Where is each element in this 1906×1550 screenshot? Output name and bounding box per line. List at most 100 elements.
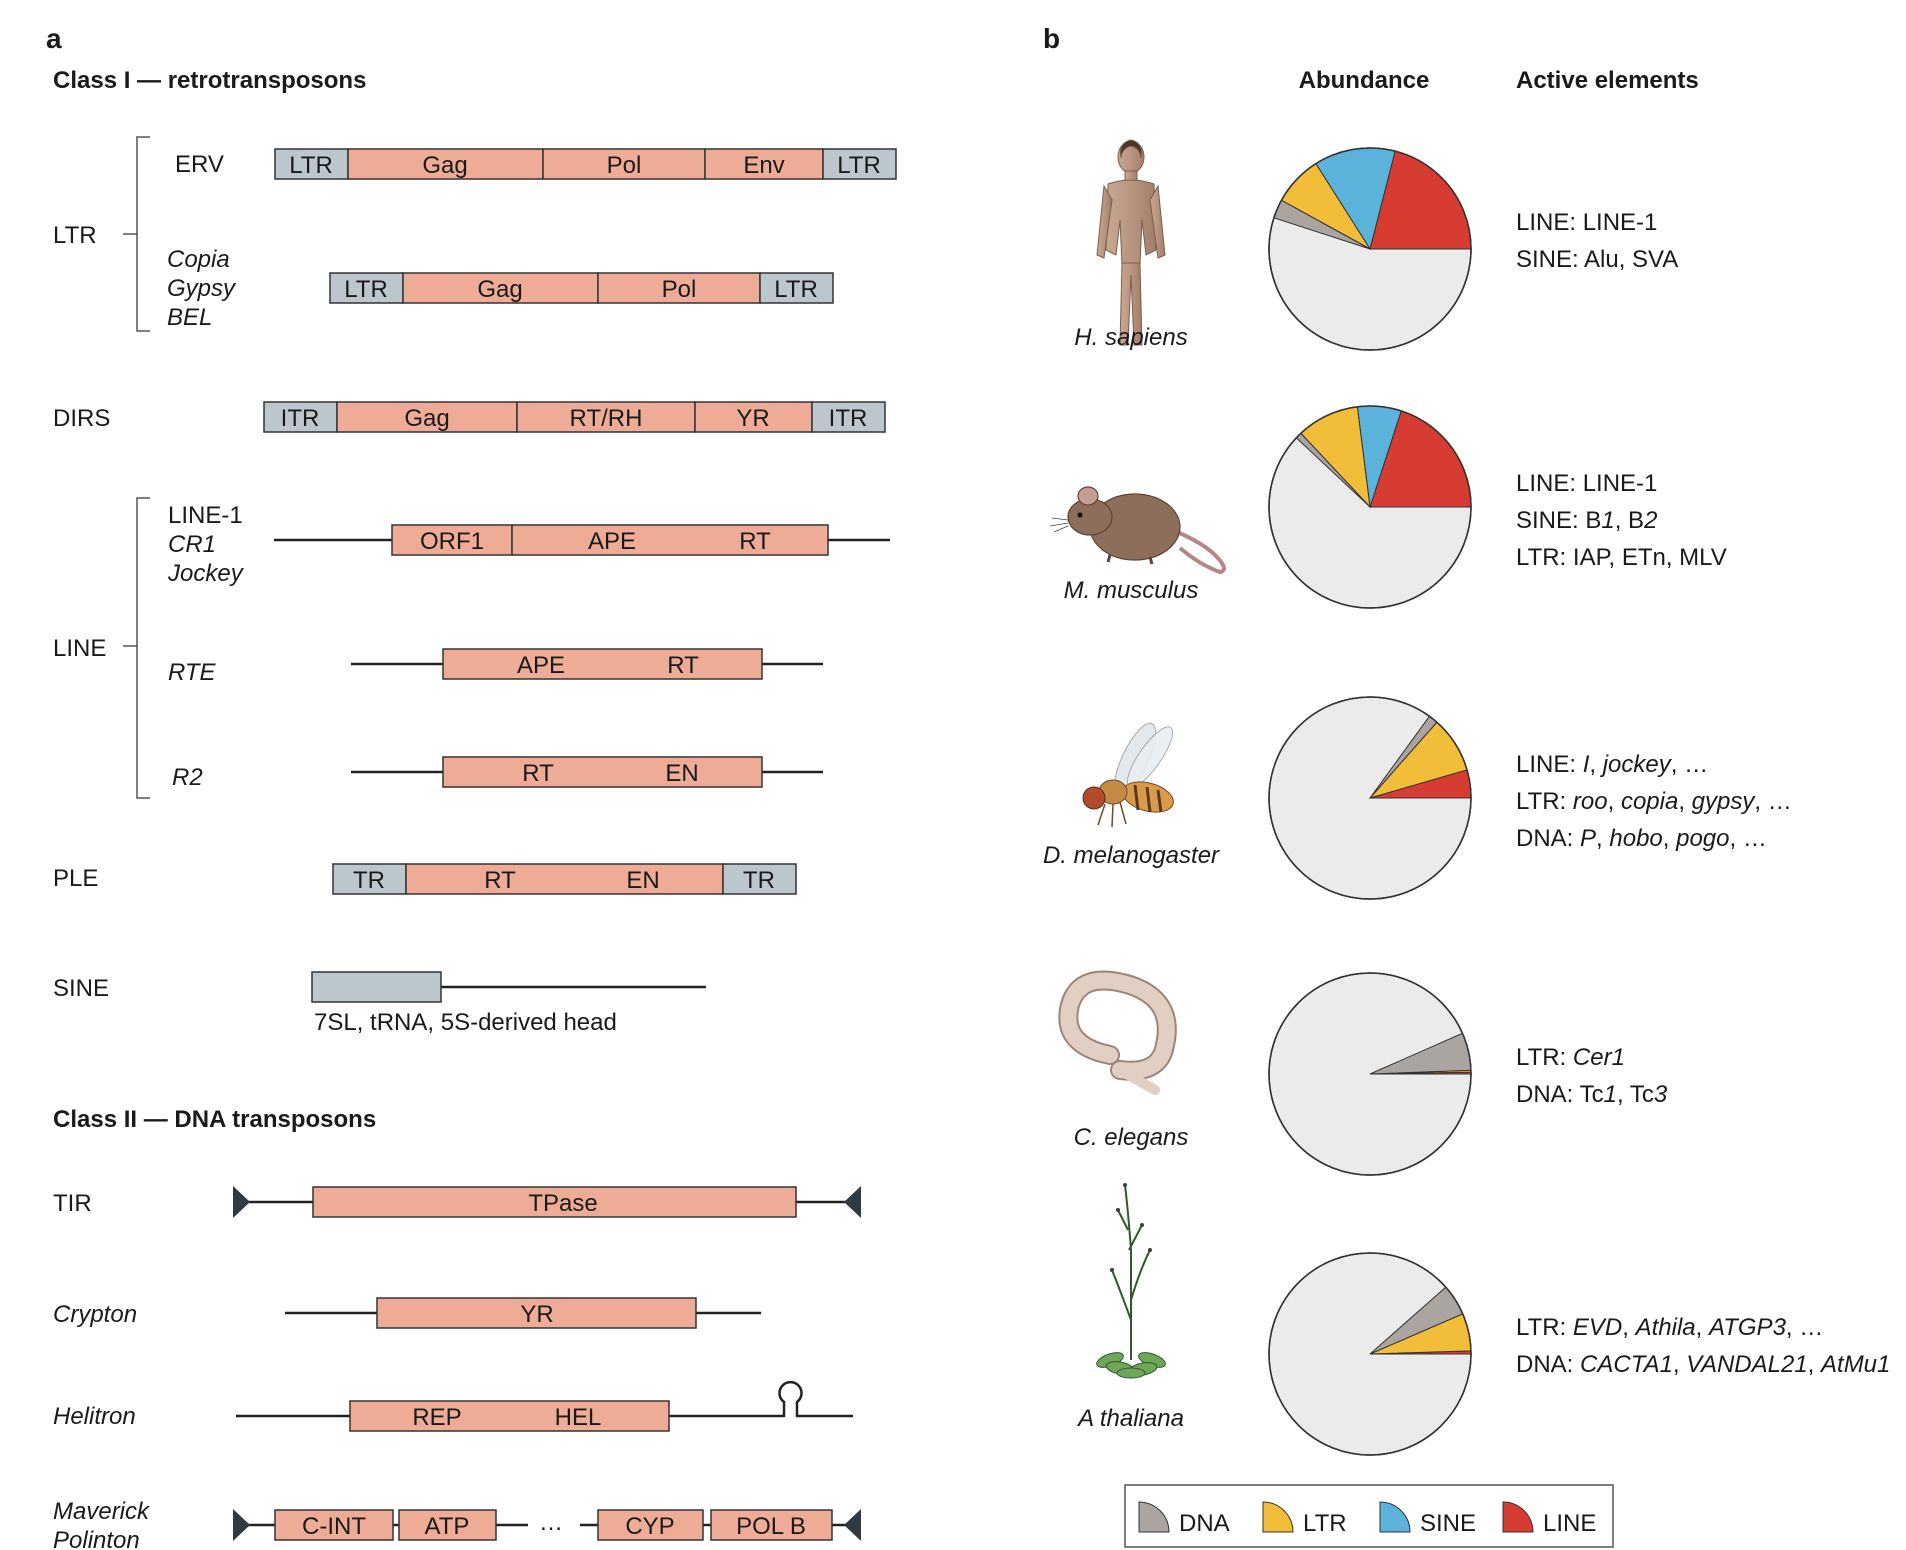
ple-tr-left xyxy=(332,863,407,895)
label-r2: R2 xyxy=(172,764,203,791)
copia-ltr-left-label: LTR xyxy=(344,276,388,303)
dirs-itr-left-label: ITR xyxy=(281,405,320,432)
label-polinton: Polinton xyxy=(53,1527,140,1550)
pie-1 xyxy=(1268,405,1472,609)
species-label-4: A thaliana xyxy=(1076,1405,1184,1432)
label-rte: RTE xyxy=(168,659,217,686)
maverick-polb-label: POL B xyxy=(736,1513,806,1540)
legend-item-dna: DNA xyxy=(1138,1501,1230,1537)
crypton-yr-label: YR xyxy=(520,1301,553,1328)
dirs-element: ITR Gag RT/RH YR ITR xyxy=(263,401,886,433)
dirs-gag-label: Gag xyxy=(404,405,449,432)
pie-outline-0 xyxy=(1268,147,1472,351)
rte-element: APE RT xyxy=(351,648,823,680)
legend-item-sine: SINE xyxy=(1379,1501,1476,1537)
maverick-polb xyxy=(710,1509,833,1541)
legend-label-dna: DNA xyxy=(1179,1510,1230,1537)
dirs-gag xyxy=(336,401,518,433)
maverick-cint-label: C-INT xyxy=(302,1513,366,1540)
tir-tpase xyxy=(312,1186,797,1218)
fly-illustration xyxy=(1082,722,1174,828)
line-bracket xyxy=(123,497,150,799)
maverick-right-repeat xyxy=(844,1509,861,1541)
line1-rt-label: RT xyxy=(739,528,771,555)
species-label-2: D. melanogaster xyxy=(1043,842,1220,869)
label-crypton: Crypton xyxy=(53,1301,137,1328)
label-ple: PLE xyxy=(53,865,98,892)
active-elements-1-line-2: LTR: IAP, ETn, MLV xyxy=(1516,544,1727,571)
line1-ape-label: APE xyxy=(588,528,636,555)
label-jockey: Jockey xyxy=(167,560,245,587)
active-elements-4-line-0: LTR: EVD, Athila, ATGP3, … xyxy=(1516,1314,1823,1341)
erv-gag-label: Gag xyxy=(422,152,467,179)
helitron-hel-label: HEL xyxy=(555,1404,602,1431)
panel-letter-b: b xyxy=(1043,23,1060,54)
erv-ltr-right-label: LTR xyxy=(837,152,881,179)
helitron-element: REP HEL xyxy=(236,1380,853,1432)
crypton-yr xyxy=(376,1297,697,1329)
maverick-dots: … xyxy=(539,1509,563,1536)
line1-orf1-label: ORF1 xyxy=(420,528,484,555)
label-sine: SINE xyxy=(53,975,109,1002)
tir-tpase-label: TPase xyxy=(528,1190,597,1217)
erv-element: LTR Gag Pol Env LTR xyxy=(274,148,897,180)
copia-element: LTR Gag Pol LTR xyxy=(329,272,834,304)
ple-rt-label: RT xyxy=(484,867,516,894)
label-gypsy: Gypsy xyxy=(167,275,237,302)
helitron-orf xyxy=(349,1400,670,1432)
label-maverick: Maverick xyxy=(53,1498,151,1525)
legend-swatch-sine xyxy=(1379,1501,1411,1533)
erv-env-label: Env xyxy=(743,152,784,179)
pie-2 xyxy=(1268,696,1472,900)
active-elements-3-line-0: LTR: Cer1 xyxy=(1516,1044,1625,1071)
ple-tr-left-label: TR xyxy=(353,867,385,894)
dirs-yr xyxy=(694,401,813,433)
pie-outline-4 xyxy=(1268,1252,1472,1456)
active-elements-header: Active elements xyxy=(1516,67,1699,94)
maverick-cint xyxy=(274,1509,394,1541)
pie-outline-2 xyxy=(1268,696,1472,900)
ltr-bracket xyxy=(123,136,150,332)
panel-a: a Class I — retrotransposons LTR ERV Cop… xyxy=(46,23,897,1550)
r2-element: RT EN xyxy=(351,756,823,788)
r2-orf xyxy=(442,756,763,788)
active-elements-0-line-1: SINE: Alu, SVA xyxy=(1516,246,1678,273)
active-elements-0-line-0: LINE: LINE-1 xyxy=(1516,209,1657,236)
legend-label-sine: SINE xyxy=(1420,1510,1476,1537)
maverick-left-repeat xyxy=(233,1509,250,1541)
label-dirs: DIRS xyxy=(53,405,110,432)
maverick-atp-label: ATP xyxy=(425,1513,470,1540)
copia-ltr-right-label: LTR xyxy=(774,276,818,303)
label-copia: Copia xyxy=(167,246,230,273)
legend-swatch-ltr xyxy=(1262,1501,1294,1533)
active-elements-2-line-2: DNA: P, hobo, pogo, … xyxy=(1516,825,1767,852)
pie-4 xyxy=(1268,1252,1472,1456)
r2-en-label: EN xyxy=(665,760,698,787)
active-elements-4-line-1: DNA: CACTA1, VANDAL21, AtMu1 xyxy=(1516,1351,1890,1378)
label-line1: LINE-1 xyxy=(168,502,243,529)
active-elements-3-line-1: DNA: Tc1, Tc3 xyxy=(1516,1081,1668,1108)
group-label-line: LINE xyxy=(53,635,106,662)
maverick-cyp-label: CYP xyxy=(625,1513,674,1540)
tir-element: TPase xyxy=(233,1186,861,1218)
legend-box xyxy=(1124,1484,1614,1548)
copia-gag-label: Gag xyxy=(477,276,522,303)
label-erv: ERV xyxy=(175,151,224,178)
group-label-ltr: LTR xyxy=(53,222,97,249)
label-cr1: CR1 xyxy=(168,531,216,558)
tir-right-repeat xyxy=(844,1186,861,1218)
ple-tr-right xyxy=(722,863,797,895)
class-2-title: Class II — DNA transposons xyxy=(53,1106,376,1133)
erv-ltr-right xyxy=(822,148,897,180)
ple-en-label: EN xyxy=(626,867,659,894)
maverick-element: C-INT ATP … CYP POL B xyxy=(233,1509,861,1541)
r2-rt-label: RT xyxy=(522,760,554,787)
sine-element: 7SL, tRNA, 5S-derived head xyxy=(311,971,706,1036)
dirs-rtrh-label: RT/RH xyxy=(570,405,643,432)
copia-pol-label: Pol xyxy=(662,276,697,303)
rte-ape-label: APE xyxy=(517,652,565,679)
legend-item-ltr: LTR xyxy=(1262,1501,1347,1537)
line1-orf1 xyxy=(391,524,513,556)
pie-0 xyxy=(1268,147,1472,351)
